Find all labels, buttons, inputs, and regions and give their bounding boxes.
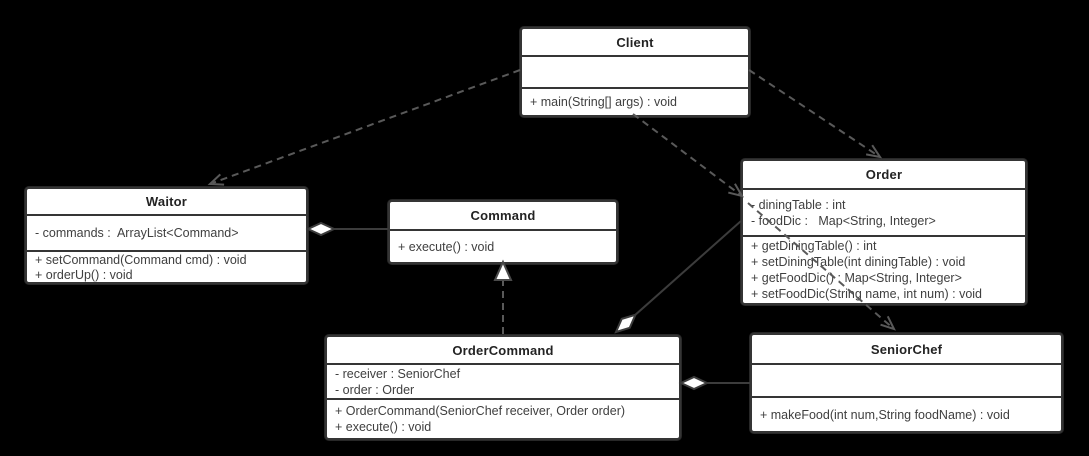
method: + makeFood(int num,String foodName) : vo… (760, 407, 1010, 422)
class-attributes-compartment: - diningTable : int- foodDic : Map<Strin… (743, 188, 1025, 235)
aggregation-edge-ordercommand-seniorchef (678, 375, 750, 391)
open-arrowhead-icon (728, 183, 745, 198)
class-methods-compartment: + execute() : void (390, 229, 616, 262)
hollow-diamond-icon (614, 313, 638, 334)
class-box-order: Order - diningTable : int- foodDic : Map<… (741, 159, 1027, 305)
realization-edge-ordercommand-command (493, 259, 513, 334)
method: + execute() : void (398, 239, 495, 254)
attribute: - commands : ArrayList<Command> (35, 226, 239, 240)
open-arrowhead-icon (880, 315, 896, 331)
method: + setDiningTable(int diningTable) : void (751, 255, 966, 269)
method: + main(String[] args) : void (530, 95, 677, 109)
method: + execute() : void (335, 420, 432, 434)
aggregation-edge-waitor-command (305, 221, 388, 237)
class-box-waitor: Waitor - commands : ArrayList<Command> + s… (25, 187, 308, 284)
class-box-command: Command + execute() : void (388, 200, 618, 264)
method: + setCommand(Command cmd) : void (35, 253, 247, 267)
hollow-diamond-icon (305, 221, 337, 237)
dependency-edge-client-order-top (748, 69, 883, 159)
attribute: - order : Order (335, 382, 415, 397)
class-attributes-compartment: - receiver : SeniorChef- order : Order (327, 363, 679, 398)
class-attributes-compartment (752, 363, 1061, 396)
class-methods-compartment: + makeFood(int num,String foodName) : vo… (752, 396, 1061, 431)
method: + setFoodDic(String name, int num) : voi… (751, 287, 982, 301)
class-methods-compartment: + OrderCommand(SeniorChef receiver, Orde… (327, 398, 679, 438)
class-box-seniorchef: SeniorChef + makeFood(int num,String food… (750, 333, 1063, 433)
hollow-triangle-arrowhead-icon (493, 259, 513, 281)
class-methods-compartment: + setCommand(Command cmd) : void+ orderU… (27, 250, 306, 282)
class-methods-compartment: + main(String[] args) : void (522, 87, 748, 115)
class-title: Client (616, 34, 654, 50)
class-box-client: Client + main(String[] args) : void (520, 27, 750, 117)
attribute: - receiver : SeniorChef (335, 366, 461, 381)
aggregation-edge-ordercommand-order (614, 220, 742, 334)
method: + getFoodDic() : Map<String, Integer> (751, 271, 962, 285)
attribute: - foodDic : Map<String, Integer> (751, 213, 936, 228)
class-title: Order (865, 167, 903, 182)
method: + orderUp() : void (35, 268, 133, 282)
class-title: Waitor (145, 194, 188, 209)
dependency-edge-client-order-left (632, 113, 745, 198)
method: + getDiningTable() : int (751, 239, 877, 253)
hollow-diamond-icon (678, 375, 710, 391)
class-title: OrderCommand (452, 342, 554, 358)
class-methods-compartment: + getDiningTable() : int + setDiningTable… (743, 235, 1025, 303)
dependency-edge-client-waitor (207, 69, 521, 186)
class-attributes-compartment: - commands : ArrayList<Command> (27, 214, 306, 250)
class-title: SeniorChef (870, 341, 943, 357)
attribute: - diningTable : int (751, 197, 846, 212)
class-box-ordercommand: OrderCommand - receiver : SeniorChef- ord… (325, 335, 681, 440)
method: + OrderCommand(SeniorChef receiver, Orde… (335, 404, 626, 418)
open-arrowhead-icon (207, 173, 225, 186)
class-attributes-compartment (522, 55, 748, 87)
class-title: Command (470, 208, 536, 223)
open-arrowhead-icon (865, 144, 883, 159)
